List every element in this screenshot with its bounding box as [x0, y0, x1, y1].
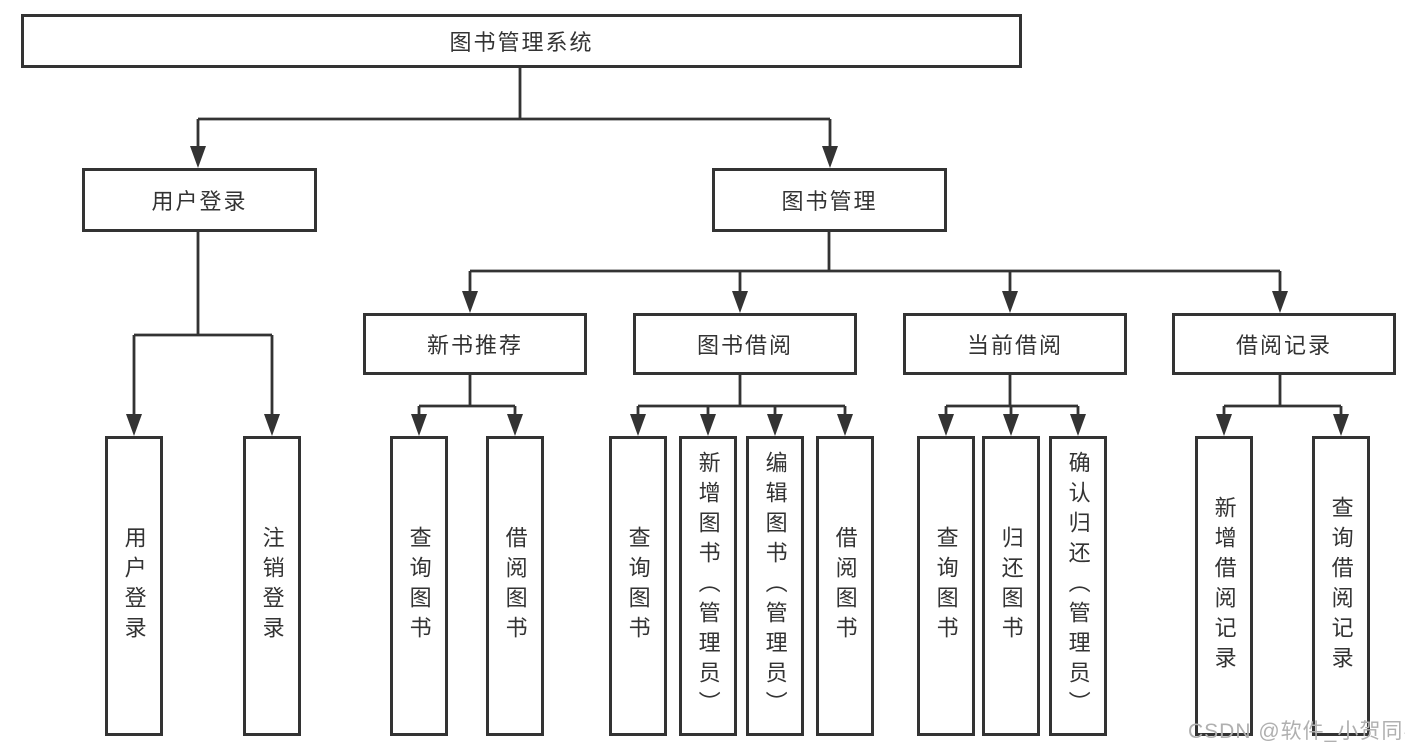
leaf-label: 查询图书 — [933, 526, 959, 646]
leaf-label: 注销登录 — [259, 526, 285, 646]
node-label: 用户登录 — [151, 189, 248, 214]
node-label: 借阅记录 — [1235, 333, 1332, 358]
arrowheads — [126, 146, 1349, 436]
node-new-book-recommendation: 新书推荐 — [363, 313, 587, 375]
leaf-label: 借阅图书 — [832, 526, 858, 646]
leaf-label: 查询图书 — [406, 526, 432, 646]
leaf-current-return-books: 归还图书 — [982, 436, 1040, 736]
leaf-borrow-borrow-books: 借阅图书 — [816, 436, 874, 736]
node-label: 当前借阅 — [966, 333, 1063, 358]
leaf-newrec-borrow-books: 借阅图书 — [486, 436, 544, 736]
leaf-records-query-record: 查询借阅记录 — [1312, 436, 1370, 736]
node-label: 图书借阅 — [696, 333, 793, 358]
node-borrowing-records: 借阅记录 — [1172, 313, 1396, 375]
leaf-current-query-books: 查询图书 — [917, 436, 975, 736]
node-label: 新书推荐 — [426, 333, 523, 358]
csdn-watermark: CSDN @软件_小贺同学 — [1188, 720, 1405, 743]
leaf-current-confirm-return-admin: 确认归还（管理员） — [1049, 436, 1107, 736]
leaf-label: 新增图书（管理员） — [695, 451, 721, 721]
leaf-newrec-query-books: 查询图书 — [390, 436, 448, 736]
node-user-login: 用户登录 — [82, 168, 317, 232]
node-label: 图书管理系统 — [449, 30, 594, 55]
leaf-label: 借阅图书 — [502, 526, 528, 646]
leaf-label: 确认归还（管理员） — [1065, 451, 1091, 721]
leaf-label: 归还图书 — [998, 526, 1024, 646]
leaf-label: 编辑图书（管理员） — [762, 451, 788, 721]
leaf-borrow-query-books: 查询图书 — [609, 436, 667, 736]
node-label: 图书管理 — [781, 189, 878, 214]
leaf-label: 查询图书 — [625, 526, 651, 646]
leaf-records-add-record: 新增借阅记录 — [1195, 436, 1253, 736]
leaf-logout: 注销登录 — [243, 436, 301, 736]
leaf-borrow-add-books-admin: 新增图书（管理员） — [679, 436, 737, 736]
node-book-borrowing: 图书借阅 — [633, 313, 857, 375]
node-book-management: 图书管理 — [712, 168, 947, 232]
leaf-label: 用户登录 — [121, 526, 147, 646]
leaf-borrow-edit-books-admin: 编辑图书（管理员） — [746, 436, 804, 736]
node-current-borrowing: 当前借阅 — [903, 313, 1127, 375]
leaf-user-login: 用户登录 — [105, 436, 163, 736]
leaf-label: 查询借阅记录 — [1328, 496, 1354, 676]
node-library-management-system: 图书管理系统 — [21, 14, 1022, 68]
connector-path — [132, 68, 1343, 418]
leaf-label: 新增借阅记录 — [1211, 496, 1237, 676]
